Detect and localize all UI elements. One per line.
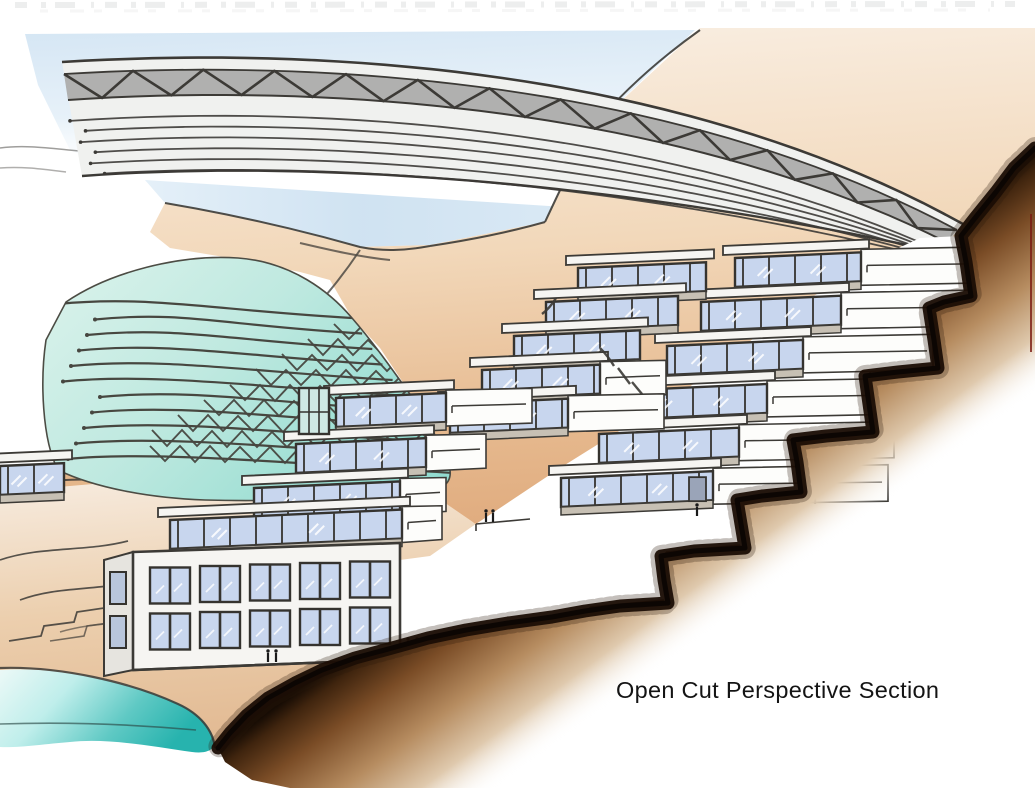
sky-band-below-roof	[145, 180, 580, 247]
terrace-row	[0, 449, 73, 504]
terrace-row	[323, 379, 533, 436]
gully-rock-strokes	[541, 297, 643, 395]
excavation-slope	[218, 148, 1035, 788]
glazed-stair-tower	[297, 386, 331, 436]
waterline	[0, 722, 197, 731]
scan-speckle	[14, 1, 1016, 13]
cut-edge	[207, 137, 1035, 759]
terraced-buildings	[0, 238, 1012, 558]
curved-roof-truss	[61, 56, 964, 262]
terrace-row	[722, 238, 1012, 296]
caption: Open Cut Perspective Section	[616, 677, 939, 703]
water	[0, 666, 217, 753]
